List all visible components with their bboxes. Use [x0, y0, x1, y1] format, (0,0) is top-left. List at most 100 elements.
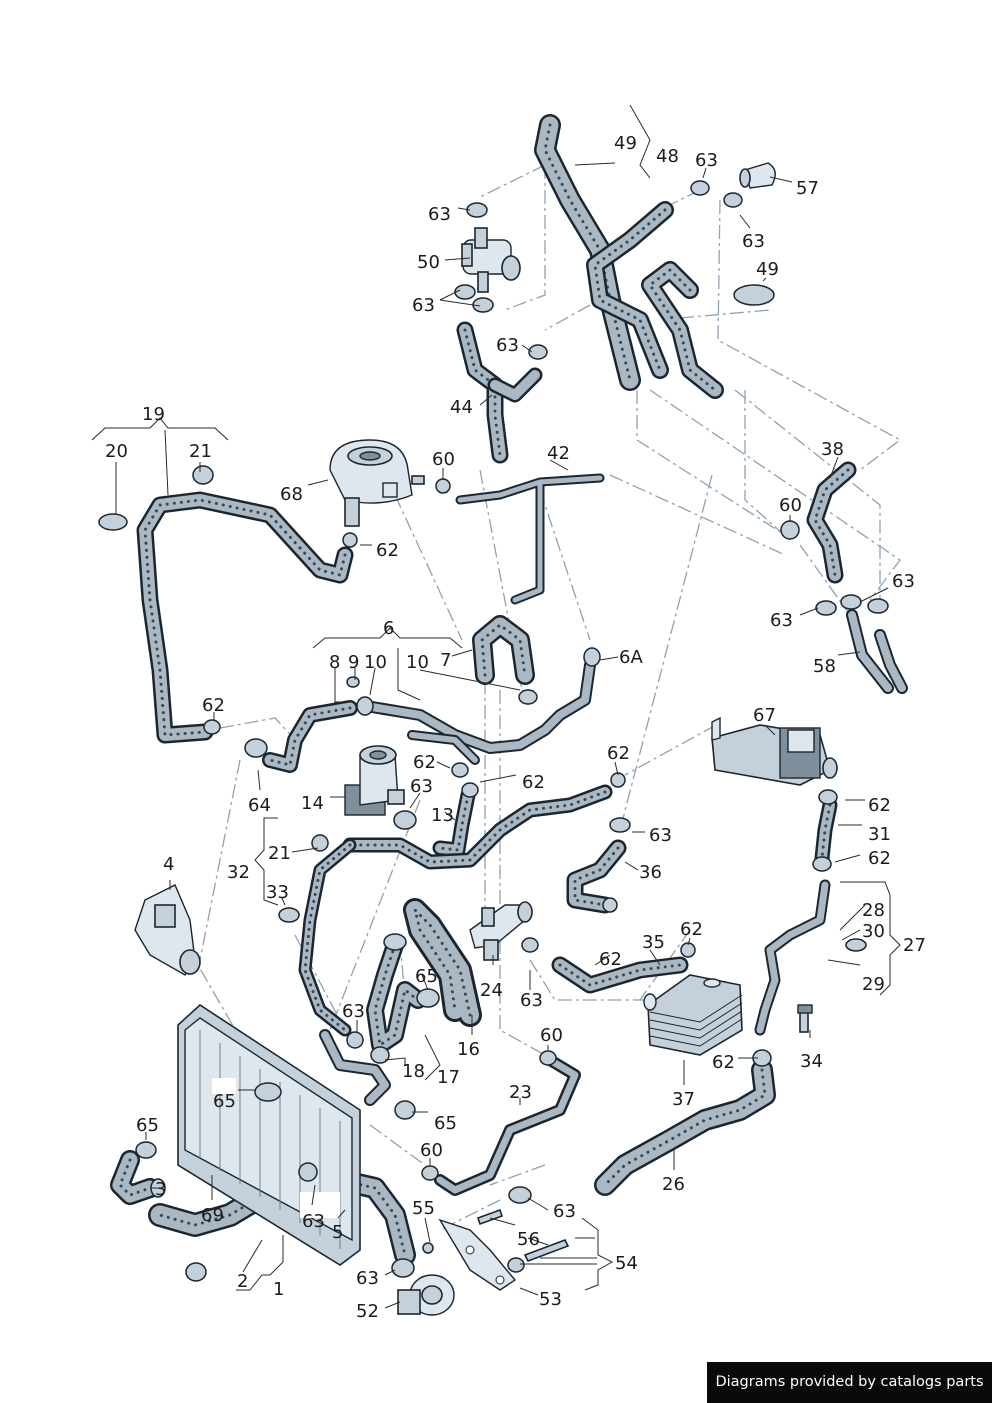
- credit-banner: Diagrams provided by catalogs parts: [707, 1362, 992, 1403]
- hose-49: [641, 261, 724, 399]
- callout-49: 49: [614, 133, 637, 154]
- pipe-27: [754, 879, 831, 1036]
- callout-5: 5: [332, 1222, 343, 1243]
- callout-65: 65: [434, 1113, 457, 1134]
- callout-63: 63: [695, 150, 718, 171]
- hose-3: [110, 1150, 160, 1205]
- callout-33: 33: [266, 882, 289, 903]
- pump-14: [344, 745, 405, 816]
- hose-36: [566, 839, 627, 914]
- callout-65: 65: [415, 966, 438, 987]
- hose-42: [455, 473, 605, 605]
- callout-60: 60: [432, 449, 455, 470]
- coolant-hoses: [110, 114, 908, 1266]
- bracket-53: [438, 1218, 517, 1291]
- callout-62: 62: [202, 695, 225, 716]
- callout-69: 69: [201, 1205, 224, 1226]
- hose-35: [551, 956, 689, 994]
- components: [98, 162, 889, 1316]
- callout-62: 62: [599, 949, 622, 970]
- callout-62: 62: [522, 772, 545, 793]
- callout-21: 21: [189, 441, 212, 462]
- callout-37: 37: [672, 1089, 695, 1110]
- callout-9: 9: [348, 652, 359, 673]
- callout-63: 63: [553, 1201, 576, 1222]
- expansion-tank: [329, 439, 425, 527]
- callout-48: 48: [656, 146, 679, 167]
- hose-38: [806, 461, 857, 584]
- callout-44: 44: [450, 397, 473, 418]
- oil-cooler-37: [643, 974, 743, 1056]
- callout-3: 3: [155, 1179, 166, 1200]
- callout-49: 49: [756, 259, 779, 280]
- hose-7: [472, 615, 535, 685]
- callout-24: 24: [480, 980, 503, 1001]
- callout-6: 6: [383, 618, 394, 639]
- callout-1: 1: [273, 1279, 284, 1300]
- hose-8: [262, 700, 358, 773]
- t-piece-50: [461, 227, 521, 293]
- callout-62: 62: [868, 848, 891, 869]
- callout-63: 63: [302, 1211, 325, 1232]
- callout-63: 63: [412, 295, 435, 316]
- callout-62: 62: [376, 540, 399, 561]
- callout-58: 58: [813, 656, 836, 677]
- callout-63: 63: [892, 571, 915, 592]
- callout-63: 63: [496, 335, 519, 356]
- callout-14: 14: [301, 793, 324, 814]
- callout-27: 27: [903, 935, 926, 956]
- callout-19: 19: [142, 404, 165, 425]
- radiator: [177, 1003, 361, 1266]
- callout-42: 42: [547, 443, 570, 464]
- callout-62: 62: [712, 1052, 735, 1073]
- callout-8: 8: [329, 652, 340, 673]
- callout-63: 63: [742, 231, 765, 252]
- callout-35: 35: [642, 932, 665, 953]
- callout-20: 20: [105, 441, 128, 462]
- clamps: [98, 180, 889, 1282]
- hose-48-branch: [586, 201, 674, 379]
- hose-19: [136, 491, 354, 744]
- callout-63: 63: [520, 990, 543, 1011]
- callout-64: 64: [248, 795, 271, 816]
- housing-4: [134, 884, 201, 976]
- callout-68: 68: [280, 484, 303, 505]
- hose-long-62: [342, 784, 613, 870]
- callout-60: 60: [420, 1140, 443, 1161]
- callout-13: 13: [431, 805, 454, 826]
- callout-38: 38: [821, 439, 844, 460]
- callout-4: 4: [163, 854, 174, 875]
- callout-26: 26: [662, 1174, 685, 1195]
- callout-52: 52: [356, 1301, 379, 1322]
- callout-67: 67: [753, 705, 776, 726]
- hose-13: [432, 787, 476, 858]
- hose-32: [298, 838, 357, 1037]
- callout-21: 21: [268, 843, 291, 864]
- pump-52: [397, 1274, 455, 1316]
- hose-44: [456, 321, 543, 464]
- callout-30: 30: [862, 921, 885, 942]
- callout-62: 62: [413, 752, 436, 773]
- hose-26: [594, 1059, 776, 1196]
- callout-31: 31: [868, 824, 891, 845]
- callout-60: 60: [540, 1025, 563, 1046]
- hose-16: [403, 898, 482, 1027]
- callout-36: 36: [639, 862, 662, 883]
- callout-60: 60: [779, 495, 802, 516]
- pipe-57: [739, 162, 776, 189]
- callout-65: 65: [136, 1115, 159, 1136]
- callout-56: 56: [517, 1229, 540, 1250]
- callout-63: 63: [428, 204, 451, 225]
- callout-23: 23: [509, 1082, 532, 1103]
- callout-55: 55: [412, 1198, 435, 1219]
- callout-10: 10: [364, 652, 387, 673]
- hose-18: [319, 1029, 391, 1106]
- hose-17: [366, 936, 427, 1054]
- callout-62: 62: [680, 919, 703, 940]
- bolts: [476, 938, 867, 1263]
- callout-28: 28: [862, 900, 885, 921]
- callout-7: 7: [440, 650, 451, 671]
- callout-29: 29: [862, 974, 885, 995]
- callout-65: 65: [213, 1091, 236, 1112]
